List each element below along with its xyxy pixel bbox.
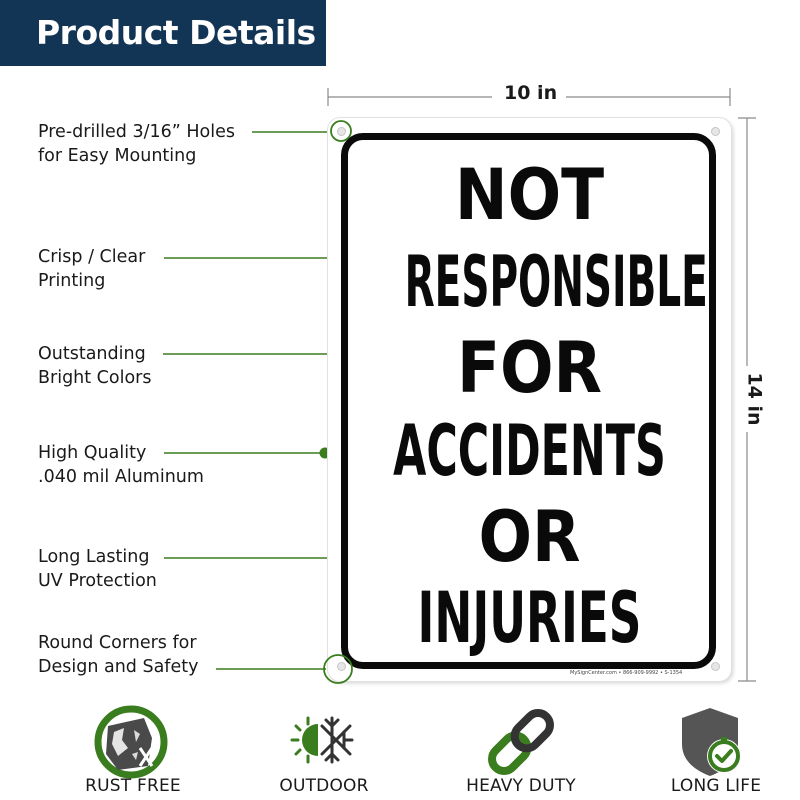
rust-free-label: RUST FREE xyxy=(85,776,181,796)
feature-uv-line2: UV Protection xyxy=(38,571,157,591)
mounting-hole-bottom-right xyxy=(711,662,720,671)
sign-border xyxy=(341,133,716,669)
feature-printing-line1: Crisp / Clear xyxy=(38,247,146,267)
feature-printing-line2: Printing xyxy=(38,271,106,291)
feature-colors: Outstanding Bright Colors xyxy=(38,342,152,390)
long-life-icon xyxy=(676,704,756,780)
feature-colors-line1: Outstanding xyxy=(38,344,146,364)
feature-colors-line2: Bright Colors xyxy=(38,368,152,388)
feature-uv-line1: Long Lasting xyxy=(38,547,150,567)
width-label: 10 in xyxy=(498,82,564,104)
feature-corners-line1: Round Corners for xyxy=(38,633,197,653)
feature-corners-line2: Design and Safety xyxy=(38,657,199,677)
feature-aluminum-line2: .040 mil Aluminum xyxy=(38,467,204,487)
feature-uv: Long Lasting UV Protection xyxy=(38,545,157,593)
outdoor-icon xyxy=(284,704,364,780)
sign-text-line-1: NOT xyxy=(454,154,605,236)
sign-text-line-4: ACCIDENTS xyxy=(393,410,666,492)
feature-aluminum-line1: High Quality xyxy=(38,443,147,463)
sign-text-line-6: INJURIES xyxy=(417,577,642,659)
rust-free-icon xyxy=(94,704,174,780)
sign-text-line-2: RESPONSIBLE xyxy=(404,241,708,323)
feature-printing: Crisp / Clear Printing xyxy=(38,245,145,293)
callout-dot-aluminum xyxy=(319,447,331,459)
height-label: 14 in xyxy=(743,366,766,432)
outdoor-label: OUTDOOR xyxy=(279,776,369,796)
feature-corners: Round Corners for Design and Safety xyxy=(38,631,198,679)
feature-aluminum: High Quality .040 mil Aluminum xyxy=(38,441,204,489)
heavy-duty-label: HEAVY DUTY xyxy=(466,776,576,796)
feature-holes-line2: for Easy Mounting xyxy=(38,146,197,166)
sign-panel xyxy=(328,118,731,681)
heavy-duty-icon xyxy=(481,704,561,780)
sign-text-line-5: OR xyxy=(478,496,581,578)
feature-holes: Pre-drilled 3/16” Holes for Easy Mountin… xyxy=(38,120,235,168)
mounting-hole-top-right xyxy=(711,127,720,136)
width-dimension-line xyxy=(327,88,731,106)
feature-holes-line1: Pre-drilled 3/16” Holes xyxy=(38,122,236,142)
mounting-hole-top-left xyxy=(337,127,346,136)
mounting-hole-bottom-left xyxy=(337,662,346,671)
page-title: Product Details xyxy=(0,0,326,66)
long-life-label: LONG LIFE xyxy=(670,776,762,796)
sign-text-line-3: FOR xyxy=(456,327,603,409)
height-dimension-line xyxy=(738,117,756,682)
sign-fine-print: MySignCenter.com • 866-909-9992 • S-1354 xyxy=(570,670,683,676)
